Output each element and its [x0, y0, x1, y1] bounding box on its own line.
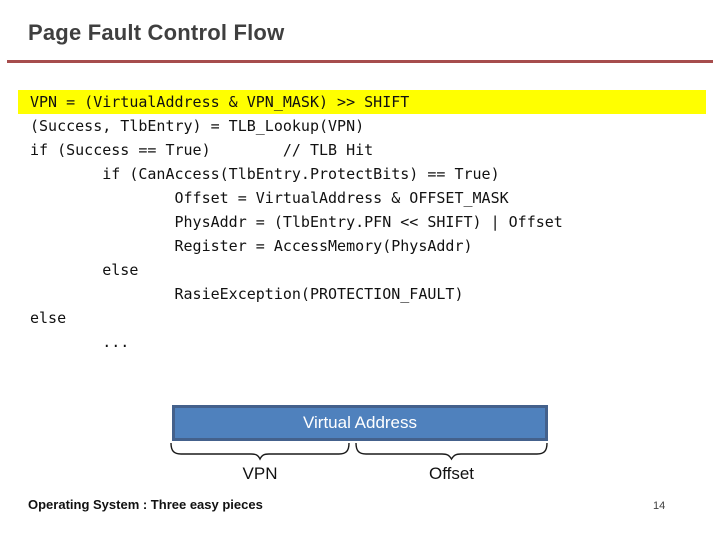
code-line: RasieException(PROTECTION_FAULT) — [30, 285, 464, 303]
virtual-address-box: Virtual Address — [172, 405, 548, 441]
page-number: 14 — [653, 500, 666, 512]
code-line: ... — [30, 333, 130, 351]
code-line: if (CanAccess(TlbEntry.ProtectBits) == T… — [30, 165, 500, 183]
code-line-highlighted: VPN = (VirtualAddress & VPN_MASK) >> SHI… — [18, 90, 706, 114]
code-line: (Success, TlbEntry) = TLB_Lookup(VPN) — [30, 117, 365, 135]
code-line: else — [30, 309, 67, 327]
title-divider — [7, 60, 713, 63]
code-line: if (Success == True) // TLB Hit — [30, 141, 374, 159]
offset-label: Offset — [428, 464, 475, 483]
code-line: Register = AccessMemory(PhysAddr) — [30, 237, 473, 255]
page-title: Page Fault Control Flow — [28, 20, 285, 45]
code-block: VPN = (VirtualAddress & VPN_MASK) >> SHI… — [18, 90, 706, 354]
footer-text: Operating System : Three easy pieces — [28, 497, 263, 512]
code-line: else — [30, 261, 139, 279]
virtual-address-label: Virtual Address — [302, 413, 418, 432]
offset-brace — [355, 443, 548, 461]
vpn-brace — [170, 443, 350, 461]
code-line: PhysAddr = (TlbEntry.PFN << SHIFT) | Off… — [30, 213, 563, 231]
code-line: Offset = VirtualAddress & OFFSET_MASK — [30, 189, 509, 207]
vpn-label: VPN — [242, 464, 278, 483]
